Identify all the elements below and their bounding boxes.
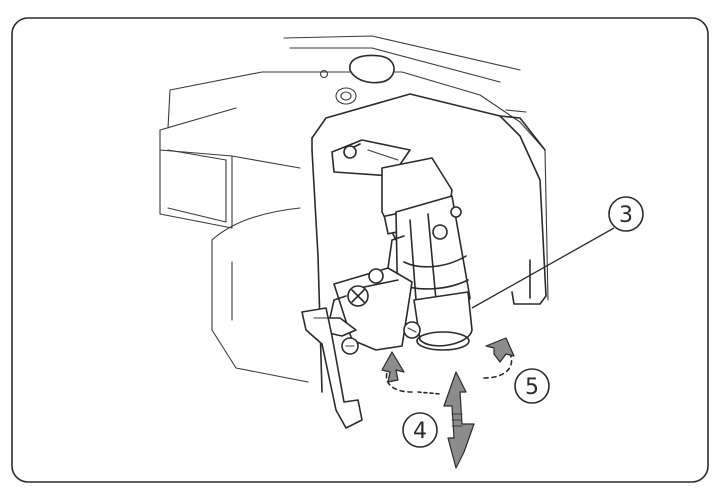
solenoid-unit <box>381 157 473 351</box>
callout-3-leader <box>471 227 615 309</box>
top-knob <box>319 54 395 105</box>
lower-lever <box>301 307 363 429</box>
callout-3-label: 3 <box>619 203 633 228</box>
callout-4: 4 <box>402 412 438 448</box>
vertical-adjust-arrow <box>443 371 475 469</box>
head-cover <box>311 93 547 393</box>
rotate-arrow-left <box>381 351 441 395</box>
callout-4-label: 4 <box>413 419 427 444</box>
rotate-arrow-right <box>483 337 515 379</box>
figure-frame <box>11 17 709 483</box>
callout-5-label: 5 <box>525 375 539 400</box>
callout-3: 3 <box>608 196 644 232</box>
callout-5: 5 <box>514 368 550 404</box>
